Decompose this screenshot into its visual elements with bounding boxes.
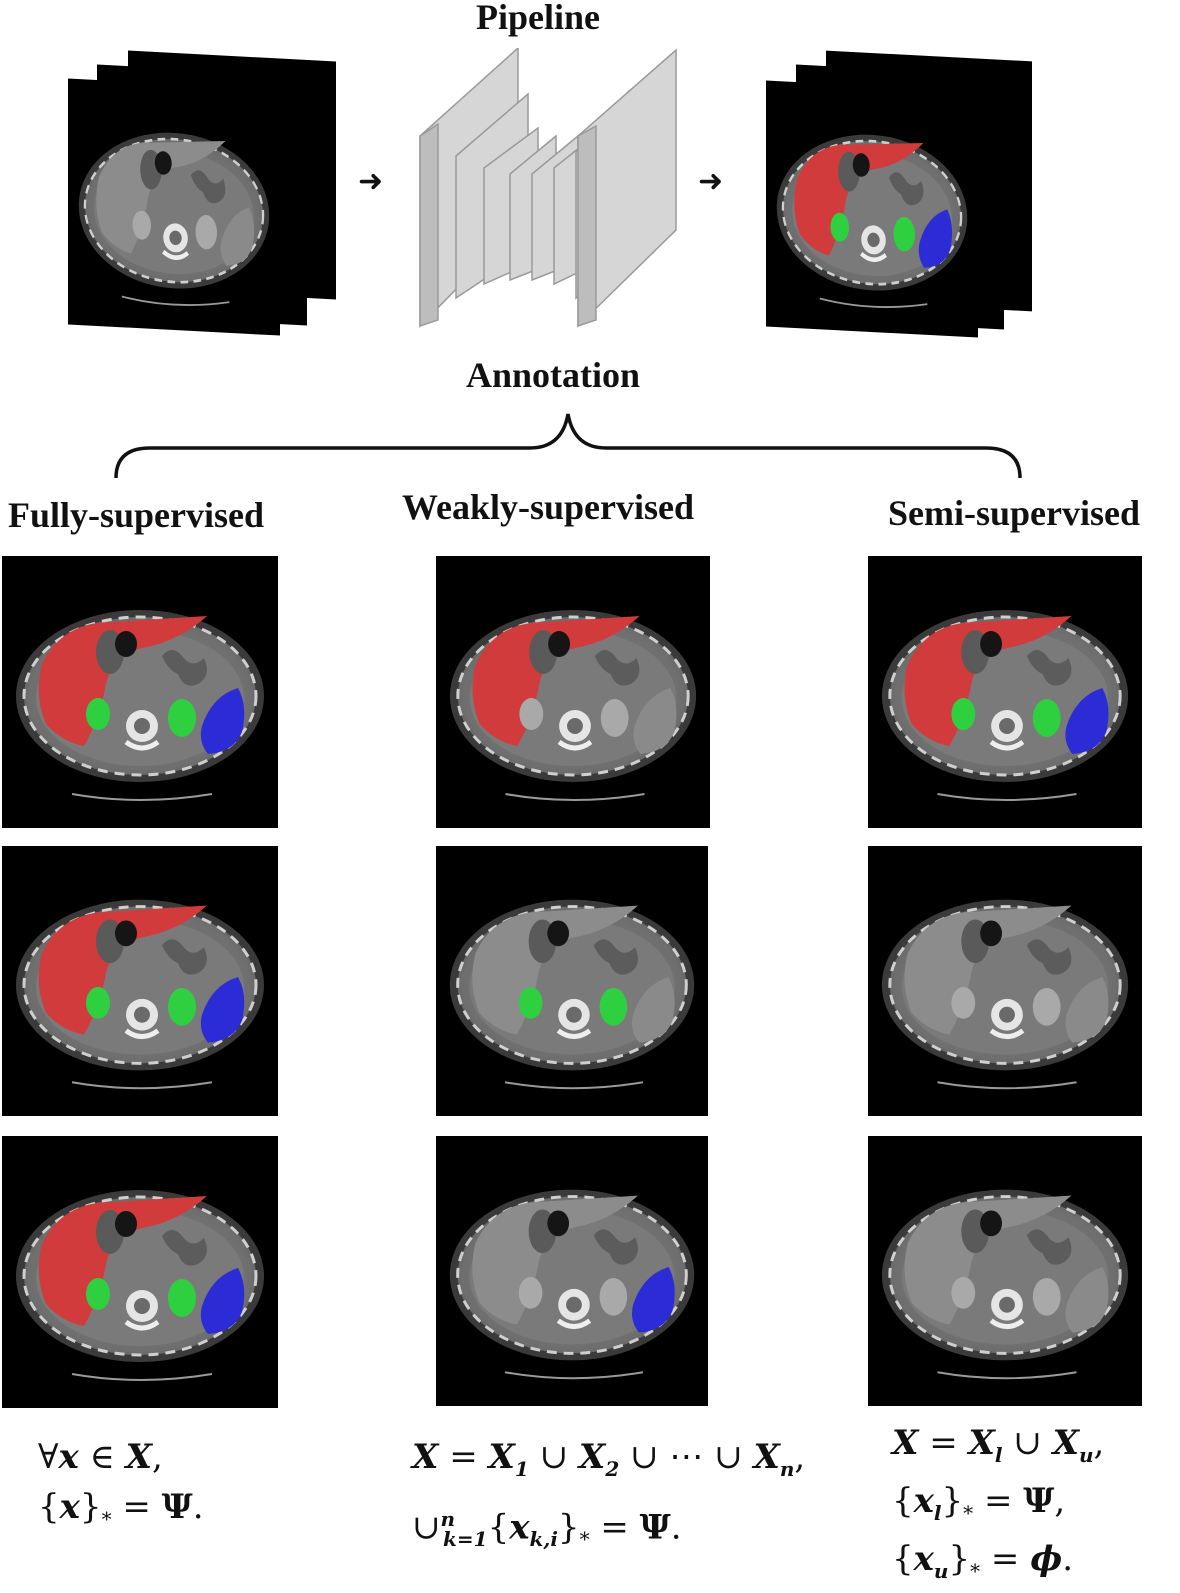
spleen-region xyxy=(631,1267,675,1333)
semi-slice-3 xyxy=(868,1136,1142,1406)
kidney-right-region xyxy=(519,698,544,730)
output-slice-front xyxy=(766,80,978,338)
liver-region xyxy=(904,1195,1072,1325)
network-pipeline-diagram xyxy=(419,48,677,328)
spleen-region xyxy=(200,688,245,754)
kidney-right-region xyxy=(86,698,110,730)
spleen-region xyxy=(1065,977,1109,1043)
kidney-left-region xyxy=(168,699,196,737)
kidney-right-region xyxy=(518,1276,543,1309)
arrow-right-icon: ➜ xyxy=(358,164,384,199)
kidney-left-region xyxy=(195,215,218,250)
kidney-right-region xyxy=(951,986,976,1019)
formula-semi-line-1: X = Xl ∪ Xu, xyxy=(892,1423,1105,1467)
annotation-label: Annotation xyxy=(466,355,641,395)
kidney-left-region xyxy=(599,987,628,1026)
weakly-slice-3 xyxy=(436,1136,708,1406)
formula-semi: X = Xl ∪ Xu, {xl}* = Ψ, {xu}* = ϕ. xyxy=(892,1420,1104,1593)
kidney-left-region xyxy=(168,1279,196,1317)
arrow-right-icon: ➜ xyxy=(698,164,724,199)
formula-fully: ∀x ∈ X, {x}* = Ψ. xyxy=(38,1432,204,1544)
formula-weakly-line-1: X = X1 ∪ X2 ∪ ⋯ ∪ Xn, xyxy=(412,1437,806,1481)
spleen-region xyxy=(220,207,255,266)
kidney-right-region xyxy=(518,986,543,1019)
kidney-right-region xyxy=(86,986,110,1019)
liver-region xyxy=(472,616,640,746)
fully-slice-1 xyxy=(2,556,278,828)
formula-weakly: X = X1 ∪ X2 ∪ ⋯ ∪ Xn, ∪nk=1{xk,i}* = Ψ. xyxy=(412,1432,805,1564)
input-slice-front xyxy=(68,78,280,336)
formula-semi-line-2: {xl}* = Ψ, xyxy=(892,1480,1066,1525)
kidney-left-region xyxy=(1032,987,1061,1026)
kidney-left-region xyxy=(599,1277,628,1316)
spleen-region xyxy=(1065,1267,1109,1333)
spleen-region xyxy=(200,977,245,1043)
liver-region xyxy=(904,616,1072,746)
kidney-right-region xyxy=(951,1276,976,1309)
kidney-left-region xyxy=(168,987,196,1026)
heading-semi-supervised: Semi-supervised xyxy=(888,493,1140,533)
liver-region xyxy=(904,905,1072,1035)
kidney-right-region xyxy=(830,212,849,242)
semi-slice-1 xyxy=(868,556,1142,828)
kidney-left-region xyxy=(1032,1277,1061,1316)
spleen-region xyxy=(200,1268,245,1334)
fully-slice-3 xyxy=(2,1136,278,1408)
curly-brace xyxy=(114,413,1022,479)
semi-slice-2 xyxy=(868,846,1142,1116)
kidney-right-region xyxy=(132,210,151,240)
liver-region xyxy=(38,1196,207,1326)
liver-region xyxy=(794,142,924,256)
fully-slice-2 xyxy=(2,846,278,1116)
kidney-left-region xyxy=(600,699,629,737)
kidney-right-region xyxy=(86,1278,110,1310)
liver-region xyxy=(38,905,207,1035)
liver-region xyxy=(472,1195,639,1325)
heading-weakly-supervised: Weakly-supervised xyxy=(402,487,695,527)
spleen-region xyxy=(918,209,953,268)
weakly-slice-2 xyxy=(436,846,708,1116)
formula-semi-line-3: {xu}* = ϕ. xyxy=(892,1538,1074,1583)
spleen-region xyxy=(631,977,675,1043)
spleen-region xyxy=(1065,688,1109,754)
liver-region xyxy=(96,140,226,254)
spleen-region xyxy=(633,688,677,754)
pipeline-label: Pipeline xyxy=(476,0,600,37)
kidney-right-region xyxy=(951,698,976,730)
formula-weakly-line-2: ∪nk=1{xk,i}* = Ψ. xyxy=(412,1506,682,1551)
formula-fully-line-2: {x}* = Ψ. xyxy=(38,1487,204,1531)
weakly-slice-1 xyxy=(436,556,710,828)
liver-region xyxy=(38,616,207,746)
formula-fully-line-1: ∀x ∈ X, xyxy=(38,1437,163,1477)
heading-fully-supervised: Fully-supervised xyxy=(8,495,265,535)
kidney-left-region xyxy=(893,217,916,252)
kidney-left-region xyxy=(1032,699,1061,737)
liver-region xyxy=(472,905,639,1035)
